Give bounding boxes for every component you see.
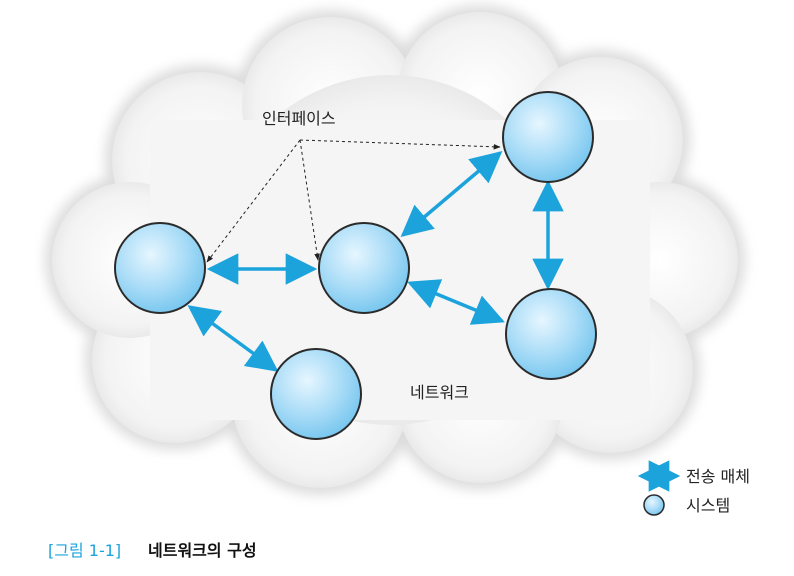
link-center-topright — [400, 150, 503, 238]
legend-medium-label: 전송 매체 — [686, 467, 750, 486]
link-center-right — [407, 279, 505, 325]
caption-title: 네트워크의 구성 — [148, 541, 257, 560]
link-left-bottom — [187, 305, 279, 372]
legend-system-label: 시스템 — [686, 496, 730, 515]
legend: 전송 매체 시스템 — [637, 460, 750, 516]
figure-caption: [그림 1-1] 네트워크의 구성 — [48, 541, 257, 560]
interface-label: 인터페이스 — [262, 109, 336, 128]
interface-pointers — [206, 139, 501, 263]
transmission-links — [187, 150, 564, 372]
system-node-top-right — [502, 91, 594, 183]
system-node-bottom — [270, 348, 362, 440]
system-node-left — [114, 222, 206, 314]
sphere-node-icon — [643, 494, 665, 516]
system-node-right — [505, 288, 597, 380]
network-label: 네트워크 — [410, 383, 469, 402]
interface-pointer-center — [299, 139, 320, 261]
system-nodes — [114, 91, 597, 440]
system-node-center — [318, 222, 410, 314]
interface-pointer-left — [206, 139, 301, 263]
caption-prefix: [그림 1-1] — [48, 541, 121, 560]
